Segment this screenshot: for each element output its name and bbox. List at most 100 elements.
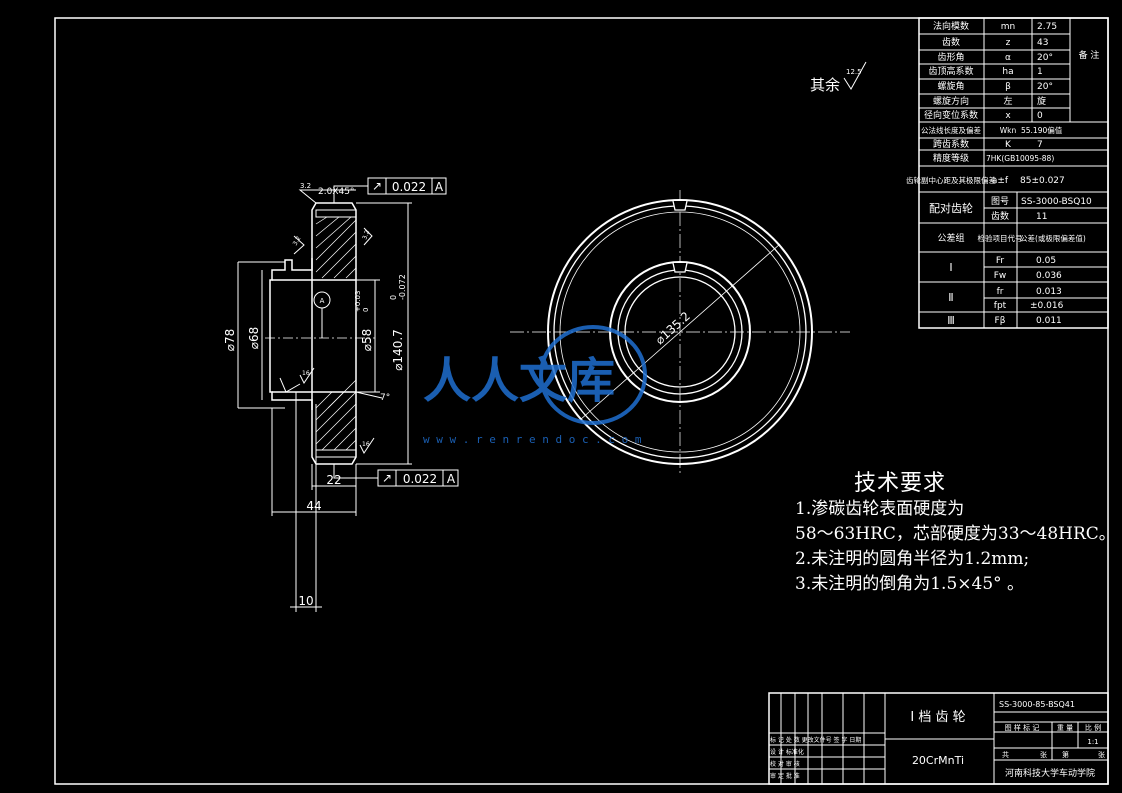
param-symbol: K [1005, 140, 1012, 150]
param-symbol: x [1005, 111, 1011, 121]
dim-width-22: 22 [326, 473, 341, 487]
sheet-number: 第 [1062, 750, 1069, 759]
dim-width-10: 10 [298, 594, 313, 608]
group-code: Fw [994, 271, 1007, 281]
watermark-ring [539, 325, 647, 425]
dim-d140: ⌀140.7 [391, 329, 405, 371]
param-name: 公法线长度及偏差 [921, 125, 981, 135]
title-block-text: Ⅰ 档 齿 轮 20CrMnTi SS-3000-85-BSQ41 图 样 标 … [770, 700, 1105, 780]
check-item-header: 检验项目代号 [978, 233, 1023, 243]
param-value: 旋 [1037, 95, 1046, 107]
param-name: 螺旋方向 [933, 95, 969, 107]
watermark-url: w w w . r e n r e n d o c . c o m [423, 433, 642, 446]
chamfer-roughness: 3.2 [300, 182, 311, 190]
outer-border [54, 17, 1109, 785]
remark-header: 备 注 [1079, 49, 1100, 61]
dim-width-44: 44 [306, 499, 321, 513]
param-value: 7 [1037, 140, 1043, 150]
part-name: Ⅰ 档 齿 轮 [910, 710, 965, 725]
param-name: 齿顶高系数 [928, 65, 973, 77]
title-block [768, 692, 1109, 785]
watermark: 人人文库 w w w . r e n r e n d o c . c o m [423, 325, 647, 446]
group-name: Ⅱ [948, 291, 953, 304]
param-value: 0 [1037, 111, 1043, 121]
dim-angle: 7° [380, 393, 390, 403]
parameter-table [918, 17, 1109, 329]
scale-header: 图 样 标 记 [1005, 723, 1040, 732]
param-name: 径向变位系数 [924, 109, 978, 121]
mate-key: 图号 [991, 196, 1009, 207]
revision-row: 标 记 处 数 更改文件号 签 字 日期 [770, 736, 861, 744]
design-row: 设 计 标准化 [770, 748, 804, 756]
sheet-word-2: 张 [1098, 750, 1105, 759]
dim-d58-upper: +0.03 [354, 291, 362, 312]
param-symbol: a±f [992, 176, 1009, 186]
group-code: fpt [994, 301, 1007, 311]
sheet-total: 共 [1002, 750, 1009, 759]
weight-header: 重 量 [1057, 724, 1073, 732]
param-value: 20° [1037, 82, 1053, 92]
group-value: 0.013 [1036, 287, 1062, 297]
group-value: ±0.016 [1030, 301, 1064, 311]
dim-d140-lower: -0.072 [398, 274, 407, 300]
school-name: 河南科技大学车动学院 [1005, 767, 1095, 779]
param-symbol: z [1006, 38, 1011, 48]
tolerance-frame-bottom: ↗ 0.022 A [377, 469, 459, 487]
param-value: 43 [1037, 38, 1048, 48]
tolerance-frame-top: ↗ 0.022 A [367, 177, 447, 195]
dim-d58-lower: 0 [362, 308, 370, 312]
dim-d58: ⌀58 [360, 329, 374, 352]
tech-req-line: 1.渗碳齿轮表面硬度为 [795, 499, 965, 519]
group-code: Fr [996, 256, 1005, 266]
param-name: 精度等级 [933, 152, 969, 164]
chamfer-dim: 2.0X45° [318, 187, 354, 197]
runout-symbol: ↗ [382, 471, 392, 485]
tech-req-line: 2.未注明的圆角半径为1.2mm; [795, 549, 1030, 569]
approve-row: 审 定 批 准 [770, 772, 800, 780]
sheet-word: 张 [1040, 750, 1047, 759]
param-name: 齿数 [942, 36, 960, 48]
material: 20CrMnTi [912, 754, 964, 767]
dim-d140-upper: 0 [389, 295, 398, 300]
roughness-32b: 3.2 [292, 235, 303, 247]
group-name: Ⅲ [947, 314, 955, 327]
group-value: 0.011 [1036, 316, 1062, 326]
group-name: Ⅰ [949, 261, 952, 274]
roughness-16a: 16 [302, 370, 310, 377]
tech-req-line: 3.未注明的倒角为1.5×45° 。 [795, 574, 1025, 594]
scale-value: 1:1 [1087, 738, 1098, 746]
param-value: 2.75 [1037, 22, 1057, 32]
tolerance-datum: A [447, 472, 456, 486]
param-symbol: 左 [1003, 95, 1012, 107]
mate-teeth: 11 [1036, 212, 1047, 222]
runout-symbol: ↗ [372, 179, 382, 193]
section-dimensions: 2.0X45° 3.2 A ⌀78 ⌀68 ⌀58 +0.03 0 ⌀140.7… [223, 182, 407, 608]
param-symbol: Wkn [1000, 126, 1017, 135]
tolerance-value-header: 公差(或极限偏差值) [1020, 233, 1086, 243]
tech-req-line: 58～63HRC，芯部硬度为33～48HRC。 [795, 524, 1116, 544]
param-value: 1 [1037, 67, 1043, 77]
ratio-header: 比 例 [1085, 723, 1101, 732]
roughness-16b: 16 [362, 441, 370, 448]
param-name: 齿轮副中心距及其极限偏差 [906, 175, 996, 185]
param-value: 85±0.027 [1020, 176, 1065, 186]
param-symbol: β [1005, 82, 1011, 92]
roughness-symbol [843, 61, 867, 90]
group-code: fr [997, 287, 1004, 297]
technical-requirements: 技术要求 1.渗碳齿轮表面硬度为 58～63HRC，芯部硬度为33～48HRC。… [795, 465, 1116, 597]
dim-d78: ⌀78 [223, 329, 237, 352]
dim-d68: ⌀68 [247, 327, 261, 350]
tolerance-datum: A [435, 180, 444, 194]
gear-section-view [237, 185, 412, 612]
tolerance-value: 0.022 [403, 472, 437, 486]
param-name: 螺旋角 [937, 80, 964, 92]
group-code: Fβ [995, 316, 1006, 326]
param-symbol: ha [1002, 67, 1013, 77]
param-symbol: α [1005, 53, 1011, 63]
param-name: 齿形角 [937, 51, 964, 63]
drawing-number: SS-3000-85-BSQ41 [999, 700, 1075, 709]
param-name: 法向模数 [933, 20, 969, 32]
tolerance-group-label: 公差组 [937, 232, 964, 244]
roughness-note: 其余 12.5 [810, 61, 867, 94]
